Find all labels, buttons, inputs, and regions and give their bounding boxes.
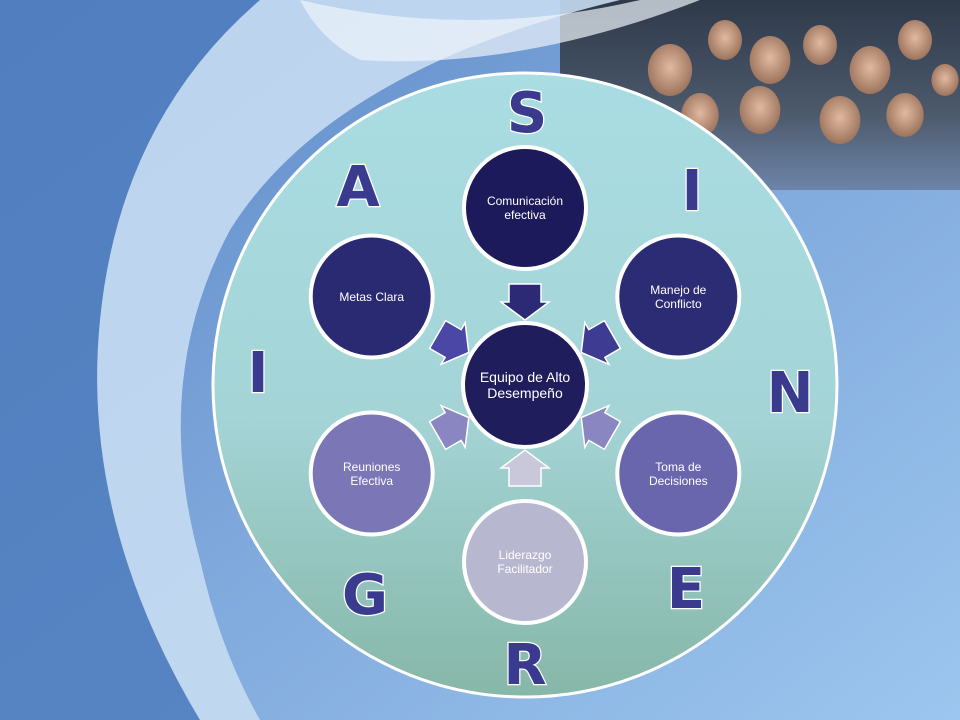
team-photo: [560, 0, 960, 190]
photo-face: [647, 44, 693, 96]
node-liderazgo-label: Liderazgo Facilitador: [497, 548, 553, 576]
arrow-comunicacion: [498, 283, 552, 321]
photo-face: [819, 96, 861, 144]
arrow-manejo: [580, 319, 622, 366]
letter-s-0: S: [507, 81, 547, 146]
node-toma-label: Toma de Decisiones: [648, 459, 708, 488]
arrow-toma: [580, 404, 622, 451]
node-reuniones: Reuniones Efectiva: [308, 410, 435, 537]
letters-layer: S I N E R G I A: [246, 80, 814, 700]
node-metas-circle: [308, 233, 435, 360]
node-toma: Toma de Decisiones: [615, 410, 742, 537]
arrows-layer: [428, 283, 622, 487]
node-liderazgo: Liderazgo Facilitador: [462, 499, 588, 625]
node-metas: Metas Clara: [308, 233, 435, 360]
swoosh-white: [300, 0, 700, 62]
node-comunicacion-label: Comunicación efectiva: [486, 194, 564, 222]
arrow-reuniones: [428, 404, 470, 451]
photo-face: [803, 25, 837, 65]
node-manejo: Manejo de Conflicto: [615, 233, 742, 360]
letter-e-3: E: [667, 557, 705, 622]
letter-r-4: R: [503, 633, 546, 698]
node-metas-label: Metas Clara: [339, 289, 405, 304]
node-liderazgo-circle: [462, 499, 588, 625]
photo-face: [898, 20, 932, 60]
node-comunicacion: Comunicación efectiva: [462, 145, 588, 271]
photo-face: [708, 20, 742, 60]
node-reuniones-circle: [308, 410, 435, 537]
node-manejo-circle: [615, 233, 742, 360]
swoosh-dark: [0, 0, 260, 720]
photo-face: [739, 86, 781, 134]
arrow-liderazgo: [498, 449, 552, 487]
arrow-metas: [428, 319, 470, 366]
node-manejo-label: Manejo de Conflicto: [650, 282, 707, 311]
letter-g-5: G: [342, 563, 388, 628]
swoosh-light: [97, 0, 621, 720]
letter-n-2: N: [767, 361, 814, 426]
center-node: Equipo de Alto Desempeño: [461, 321, 589, 449]
photo-face: [849, 46, 891, 94]
node-comunicacion-circle: [462, 145, 588, 271]
center-node-label: Equipo de Alto Desempeño: [479, 369, 571, 401]
photo-face: [931, 64, 959, 96]
letter-i-6: I: [248, 341, 269, 406]
photo-face: [886, 93, 924, 137]
photo-face: [749, 36, 791, 84]
letter-a-7: A: [336, 155, 380, 220]
node-reuniones-label: Reuniones Efectiva: [343, 459, 401, 488]
node-toma-circle: [615, 410, 742, 537]
letter-i-1: I: [682, 159, 703, 224]
